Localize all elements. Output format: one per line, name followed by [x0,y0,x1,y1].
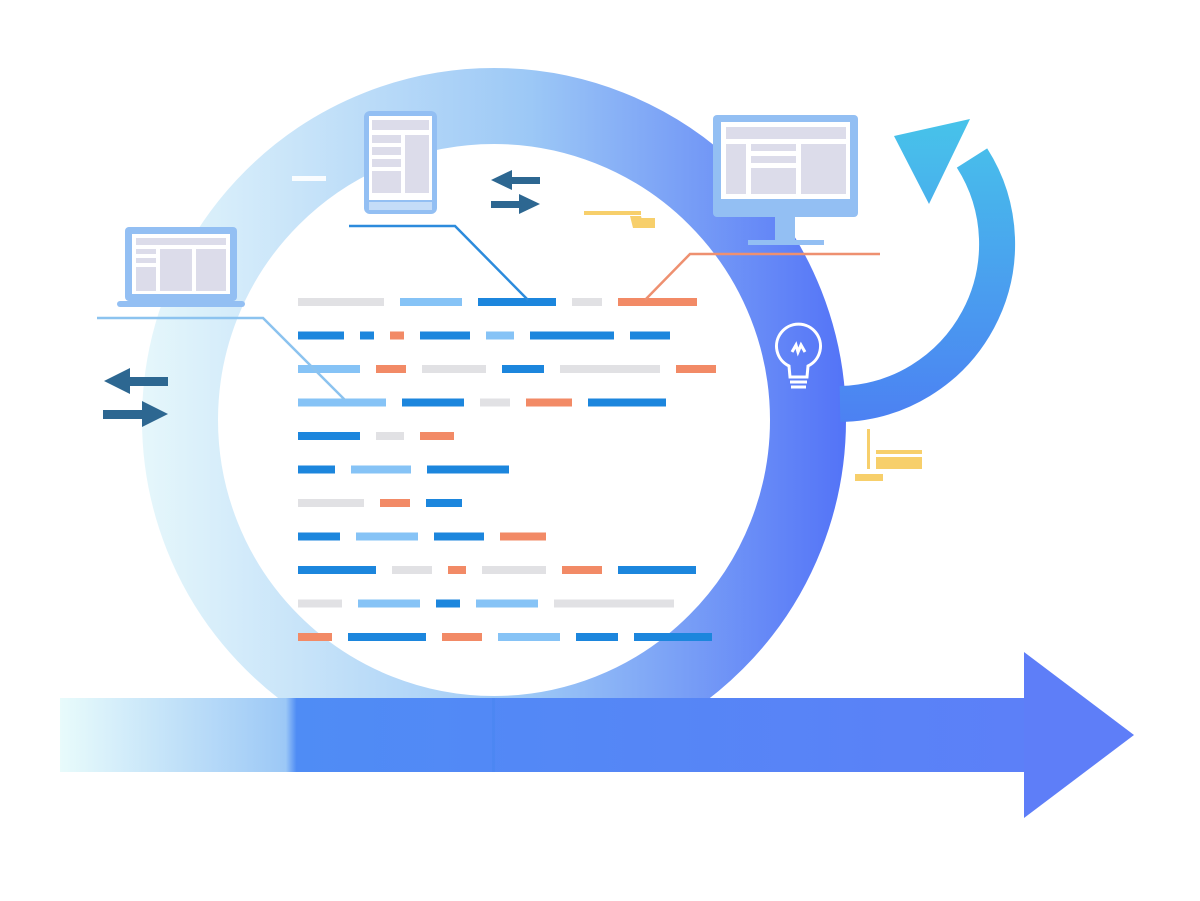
code-bar-dark [298,432,360,440]
note-bottom-right [855,429,922,481]
cycle-return-arrow [839,119,1016,422]
code-bar-gray [480,398,510,407]
code-bar-dark [360,331,374,340]
exchange-arrows-icon [103,368,168,427]
code-bar-dark [618,566,696,574]
code-bar-dark [427,465,509,474]
code-bar-light [486,331,514,340]
code-bar-orange [420,432,454,440]
decorative-dash [292,176,326,181]
code-bar-gray [298,499,364,507]
code-bar-dark [588,398,666,407]
code-bar-dark [576,633,618,641]
curved-return-arrow-icon [839,148,1016,422]
code-bar-orange [676,365,716,373]
code-bar-dark [502,365,544,373]
exchange-arrows-icon-top [491,170,540,214]
code-bar-dark [298,465,335,474]
code-bar-light [298,365,360,373]
code-bar-dark [298,331,344,340]
code-bar-gray [482,566,546,574]
code-bar-dark [630,331,670,340]
right-arrow-icon [60,698,1030,772]
code-bar-orange [562,566,602,574]
code-bar-dark [348,633,426,641]
monitor-icon [713,115,858,245]
code-bar-orange [448,566,466,574]
code-bar-orange [376,365,406,373]
code-bar-orange [500,532,546,541]
cycle-arrow-head [894,119,970,204]
laptop-icon [117,227,245,307]
code-bar-gray [422,365,486,373]
code-bar-light [498,633,560,641]
code-bar-gray [298,599,342,608]
code-bar-light [358,599,420,608]
code-bar-orange [380,499,410,507]
code-bar-gray [554,599,674,608]
code-bar-dark [434,532,484,541]
laptop-connector [97,316,346,401]
code-bar-dark [478,298,556,306]
progress-arrow-head [1024,652,1134,818]
code-bar-dark [298,532,340,541]
progress-arrow [60,652,1134,818]
code-bar-dark [530,331,614,340]
code-bar-dark [436,599,460,608]
note-top-right [584,211,655,228]
tablet-icon [364,111,437,214]
code-bar-gray [560,365,660,373]
code-bar-gray [572,298,602,306]
code-bar-light [351,465,411,474]
code-bar-orange [618,298,697,306]
code-bar-dark [402,398,464,407]
monitor-connector [644,252,880,301]
code-bar-gray [392,566,432,574]
code-bar-dark [426,499,462,507]
lightbulb-icon [775,322,822,389]
code-lines [298,298,716,641]
tablet-connector [349,224,529,301]
code-bar-gray [376,432,404,440]
code-bar-dark [634,633,712,641]
code-bar-orange [298,633,332,641]
code-bar-light [476,599,538,608]
code-bar-light [298,398,386,407]
code-bar-light [400,298,462,306]
progress-arrow-divider [492,698,495,772]
connectors [97,224,880,401]
code-bar-light [356,532,418,541]
code-bar-orange [390,331,404,340]
code-bar-orange [526,398,572,407]
code-bar-orange [442,633,482,641]
code-bar-dark [420,331,470,340]
code-bar-gray [298,298,384,306]
code-bar-dark [298,566,376,574]
